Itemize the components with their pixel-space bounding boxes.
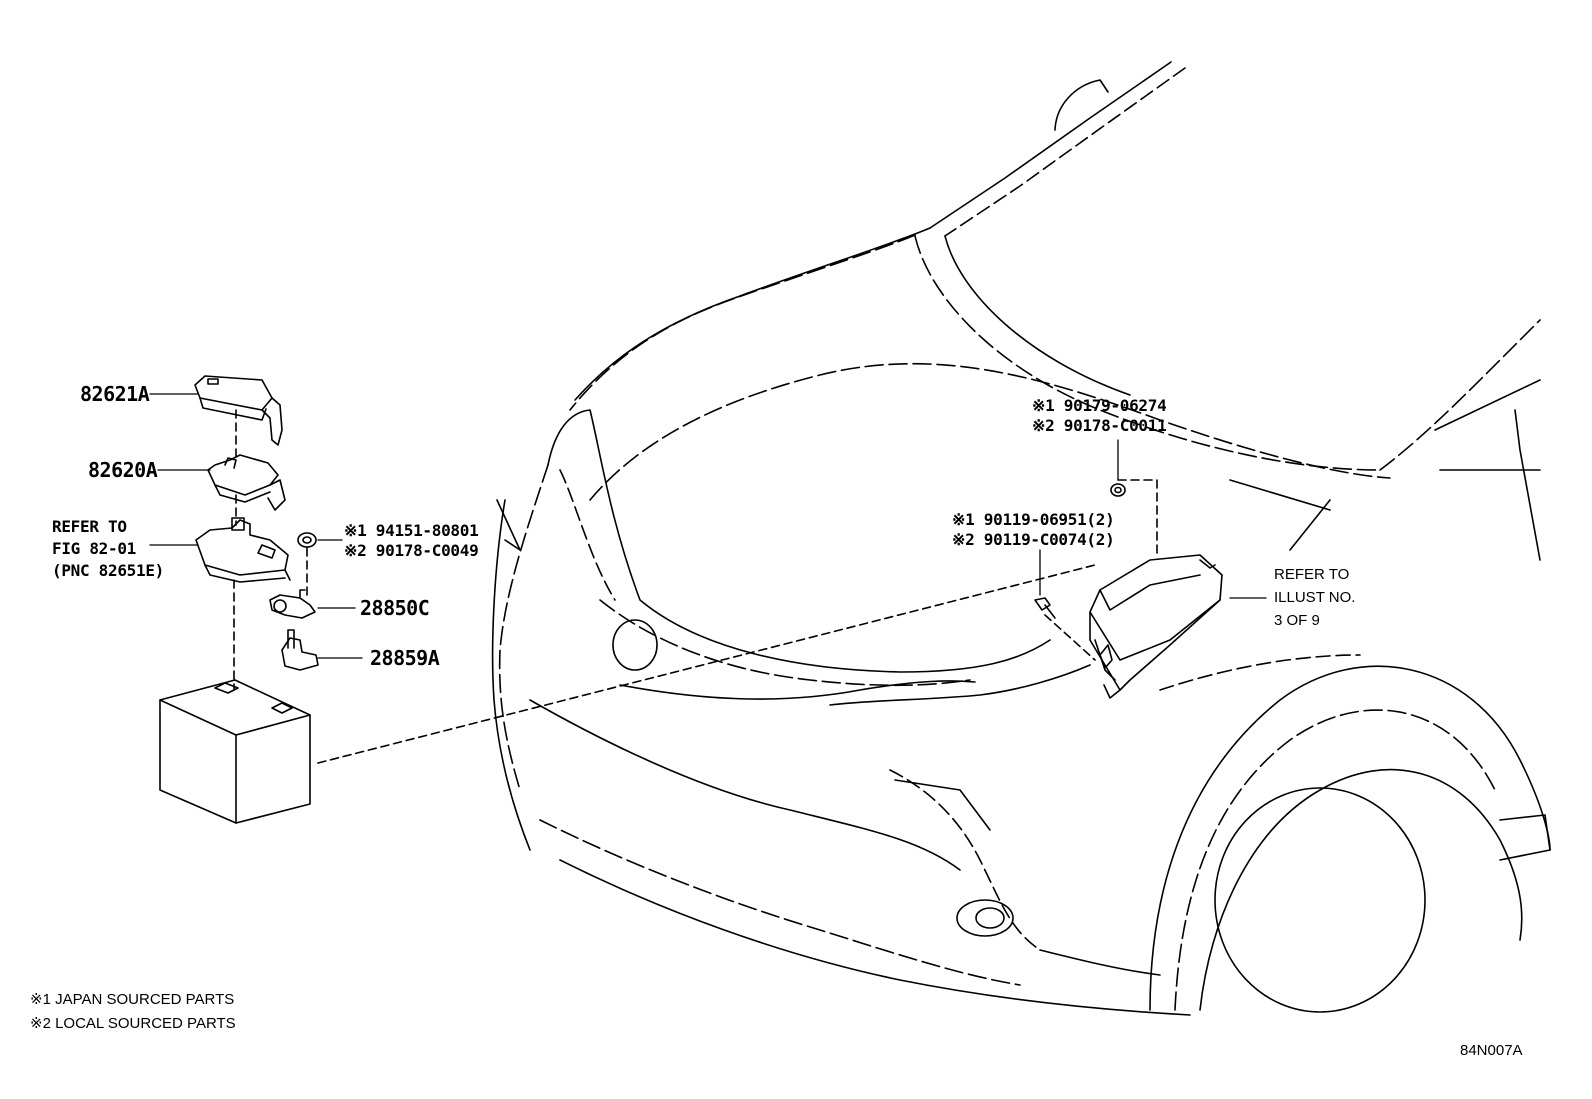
part-82620a-bracket [208,455,285,510]
a-pillar [1435,380,1540,430]
leader-lines [150,394,1266,658]
part-82621a-cover [195,376,282,445]
part-28859a-fuse [282,630,318,670]
label-bolt-90119-c0074[interactable]: ※2 90119-C0074(2) [952,530,1115,549]
fuse-box-assembly [1035,484,1222,698]
label-refer-fig-line2[interactable]: FIG 82-01 [52,539,136,558]
bumper-corner [1040,950,1160,975]
emblem-ring [613,620,657,670]
label-refer-illust-line2[interactable]: ILLUST NO. [1274,589,1356,606]
label-nut-94151[interactable]: ※1 94151-80801 [344,521,479,540]
battery [160,680,310,823]
cowl-line [1380,320,1540,470]
label-nut-90178-c0011[interactable]: ※2 90178-C0011 [1032,416,1167,435]
label-82620a[interactable]: 82620A [88,458,158,482]
bumper-bottom [560,860,1190,1015]
label-bolt-90119-06951[interactable]: ※1 90119-06951(2) [952,510,1115,529]
headlight-upper [600,600,970,685]
fog-bezel [890,770,1040,950]
label-refer-illust-line1: REFER TO [1274,566,1350,583]
part-28850c-terminal [270,590,315,618]
legend-japan-sourced: ※1 JAPAN SOURCED PARTS [30,991,235,1008]
grille-top-dash [560,470,615,600]
fog-light-inner [976,908,1004,928]
windshield-edge [930,62,1171,228]
hood-lower-edge [590,364,1390,500]
grille-left-edge [500,465,548,790]
hood-crease-2 [945,236,1130,395]
label-refer-illust-line3[interactable]: 3 OF 9 [1274,612,1320,629]
label-28850c[interactable]: 28850C [360,596,430,620]
legend-local-sourced: ※2 LOCAL SOURCED PARTS [30,1015,236,1032]
label-refer-fig-line3[interactable]: (PNC 82651E) [52,561,164,580]
hood-top [570,235,915,410]
hood-top-solid [575,228,930,400]
front-lip [497,500,520,550]
windshield-edge-inner [945,68,1185,236]
lower-grille-dash [540,820,1020,985]
label-nut-90179[interactable]: ※1 90179-06274 [1032,396,1167,415]
grille-left-solid [493,500,530,850]
label-refer-fig-line1: REFER TO [52,517,127,536]
lower-grille [530,700,960,870]
headlight-cutout [830,665,1090,705]
headlight-lower [620,681,975,699]
part-fuse-block [196,518,290,582]
fender-crease [1160,655,1360,690]
label-28859a[interactable]: 28859A [370,646,440,670]
part-nut-94151 [298,533,316,547]
fog-light [957,900,1013,936]
tire-inner [1215,788,1425,1012]
door-line [1515,410,1540,560]
label-nut-90178-c0049[interactable]: ※2 90178-C0049 [344,541,479,560]
tire-outer [1200,770,1522,1010]
car-body-outline [493,62,1550,1015]
fender-rear [1500,815,1550,860]
figure-code: 84N007A [1460,1042,1523,1059]
grille-top [548,410,1050,672]
label-82621a[interactable]: 82621A [80,382,150,406]
leader-dashes [234,410,1157,763]
hood-crease [915,236,1380,470]
wheel-arch-outer [1150,666,1550,1010]
wheel-arch-inner [1175,710,1495,1010]
mirror-stub [1055,80,1108,130]
fender-line [1230,480,1330,550]
fog-bezel-2 [895,780,990,830]
